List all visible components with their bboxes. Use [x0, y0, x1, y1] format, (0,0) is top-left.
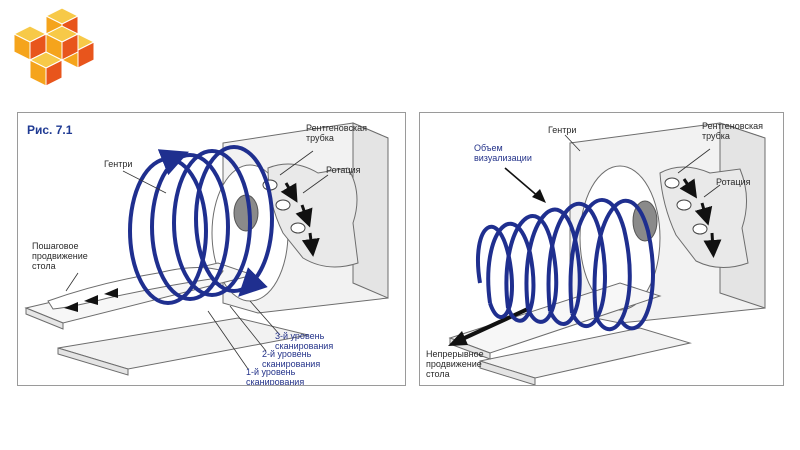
- gantry-label: Гентри: [548, 125, 577, 135]
- helical-scan-figure: Гентри Объем визуализации Рентгеновская …: [419, 112, 784, 386]
- gantry-label: Гентри: [104, 159, 133, 169]
- step-scan-drawing: [24, 122, 389, 376]
- rotation-arrows: [679, 178, 722, 258]
- scan-level-2-label: 2-й уровень сканирования: [262, 349, 321, 369]
- figure-title: Рис. 7.1: [27, 123, 73, 137]
- rotation-label: Ротация: [716, 177, 751, 187]
- imaging-volume-label: Объем визуализации: [474, 143, 532, 163]
- rotation-arrows: [280, 182, 320, 257]
- continuous-table-motion-label: Непрерывное продвижение стола: [426, 349, 484, 379]
- scan-rings: [128, 145, 274, 305]
- continuous-table-arrow: [448, 306, 531, 346]
- table-base: [57, 317, 309, 376]
- x-ray-tube-label: Рентгеновская трубка: [306, 123, 367, 143]
- helix-spiral: [476, 198, 655, 332]
- x-ray-tube-label: Рентгеновская трубка: [702, 121, 763, 141]
- isometric-cubes-logo: [12, 7, 96, 87]
- scan-level-1-label: 1-й уровень сканирования: [246, 367, 305, 386]
- step-table-arrows: [64, 288, 118, 312]
- x-ray-tube: [664, 177, 708, 235]
- helical-scan-drawing: [448, 122, 766, 385]
- table-base: [479, 327, 692, 385]
- rotation-label: Ротация: [326, 165, 361, 175]
- volume-pointer-arrow: [504, 167, 546, 203]
- step-table-motion-label: Пошаговое продвижение стола: [32, 241, 88, 271]
- gantry: [211, 122, 389, 314]
- step-scan-figure: Рис. 7.1 Гентри Рентгеновская трубка Рот…: [17, 112, 406, 386]
- scan-level-3-label: 3-й уровень сканирования: [275, 331, 334, 351]
